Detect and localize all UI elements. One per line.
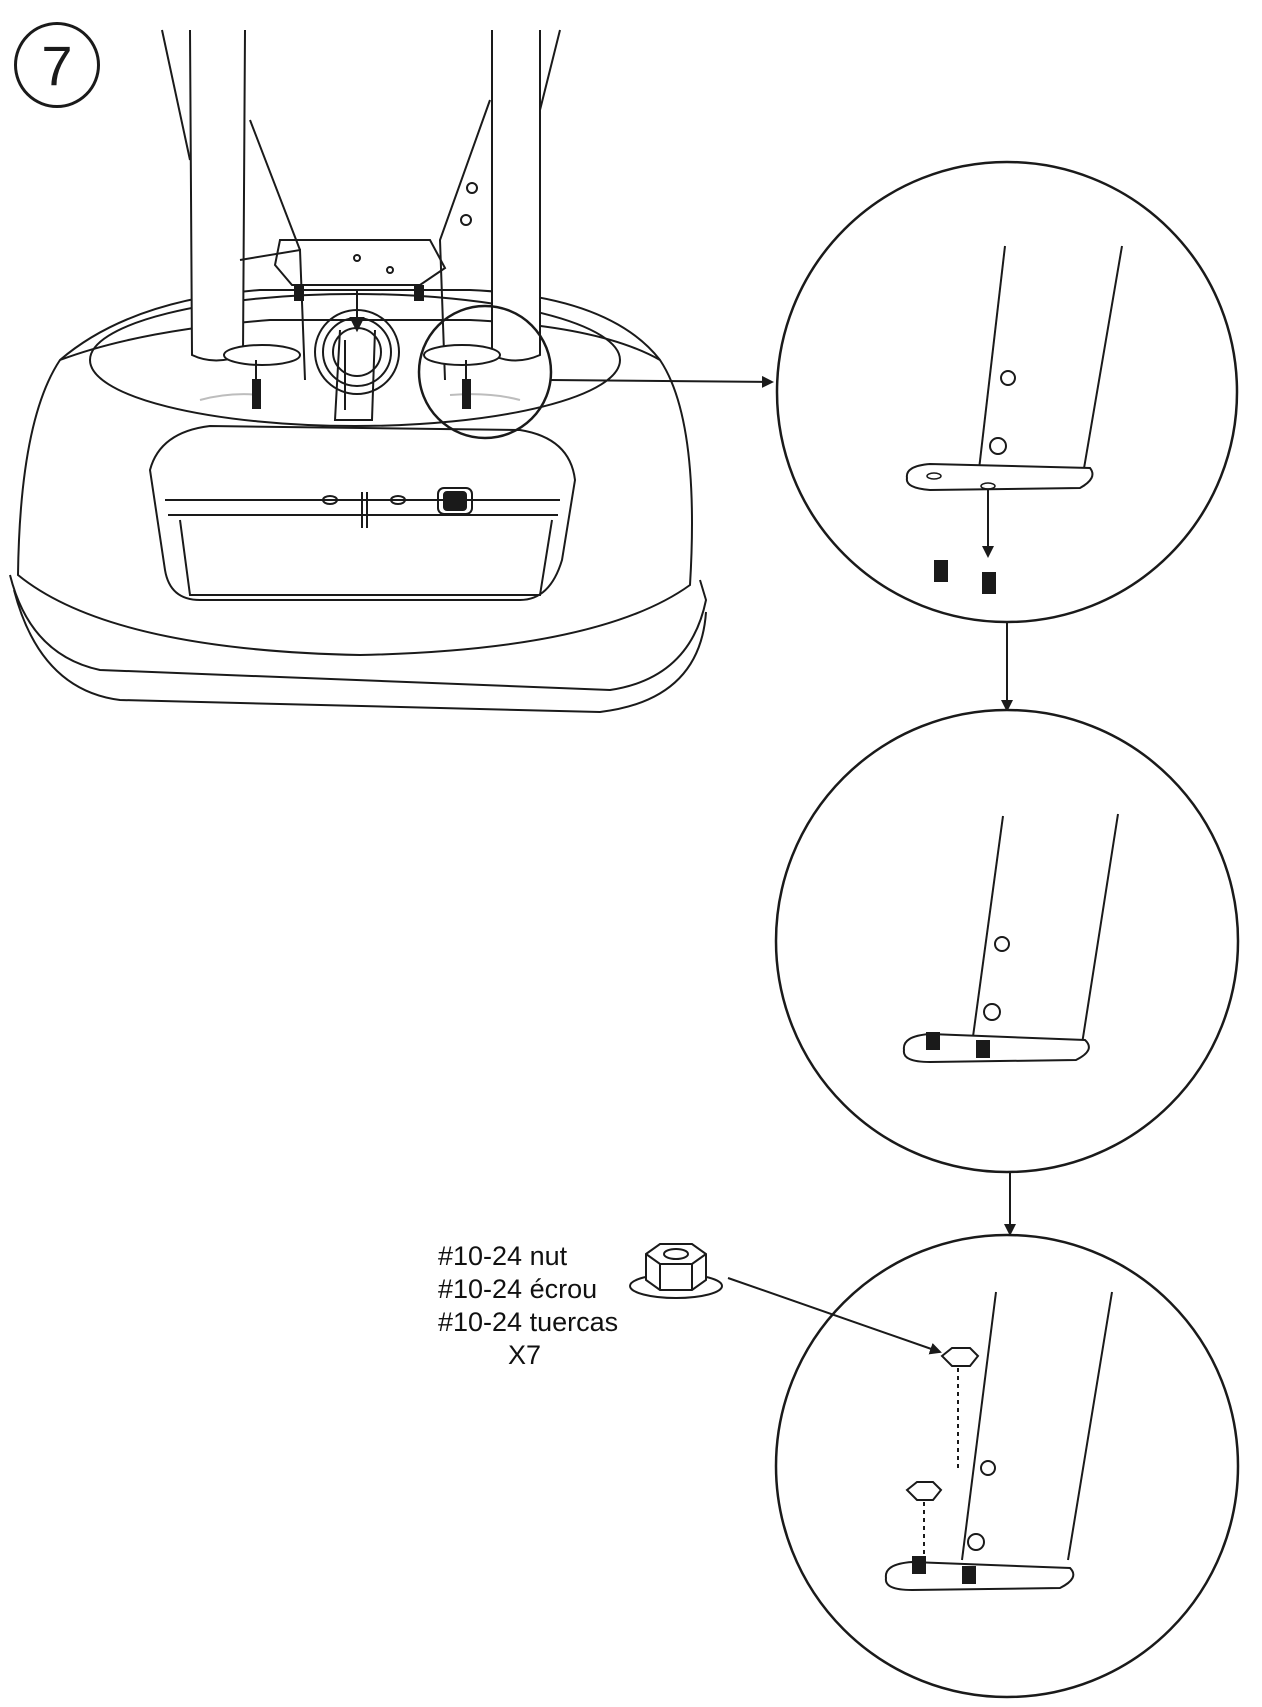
nut-label-french: #10-24 écrou xyxy=(438,1274,598,1304)
nut-quantity: X7 xyxy=(508,1340,542,1370)
zoom-arrow xyxy=(549,375,774,388)
nut-leader-arrow xyxy=(727,1277,942,1355)
step-number-badge: 7 xyxy=(14,22,100,108)
nut-part-icon xyxy=(629,1243,723,1299)
parts-label: #10-24 nut #10-24 écrou #10-24 tuercas X… xyxy=(438,1240,638,1372)
detail-circle-1 xyxy=(775,160,1239,624)
detail-circle-2 xyxy=(774,708,1240,1174)
heater-base-view xyxy=(9,29,708,714)
step-number: 7 xyxy=(41,33,73,97)
nut-label-spanish: #10-24 tuercas xyxy=(438,1307,619,1337)
detail-circle-3 xyxy=(774,1233,1240,1699)
nut-label-english: #10-24 nut xyxy=(438,1241,568,1271)
